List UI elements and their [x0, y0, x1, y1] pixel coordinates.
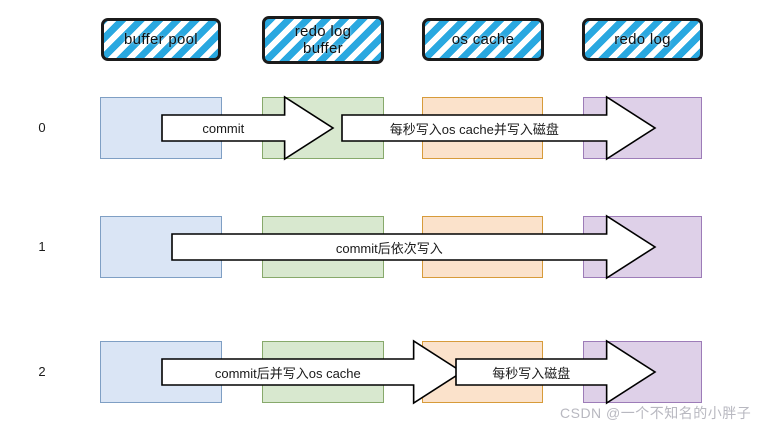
row-index-label-1: 1 [38, 239, 46, 254]
flow-arrow-row-0-1 [341, 95, 657, 161]
row-index-label-2: 2 [38, 364, 46, 379]
row-index-label-0: 0 [38, 120, 46, 135]
flow-arrow-row-0-0 [161, 95, 335, 161]
header-box-label: os cache [451, 31, 515, 48]
flow-arrow-row-2-4 [455, 339, 657, 405]
header-box-2: os cache [422, 18, 544, 61]
header-box-1: redo log buffer [262, 16, 384, 64]
watermark: CSDN @一个不知名的小胖子 [560, 405, 752, 421]
header-box-label: buffer pool [124, 31, 198, 48]
header-box-label: redo log buffer [294, 23, 352, 57]
header-box-label: redo log [614, 31, 671, 48]
flow-arrow-row-1-2 [171, 214, 657, 280]
header-box-3: redo log [582, 18, 703, 61]
header-box-0: buffer pool [101, 18, 221, 61]
flow-arrow-row-2-3 [161, 339, 464, 405]
